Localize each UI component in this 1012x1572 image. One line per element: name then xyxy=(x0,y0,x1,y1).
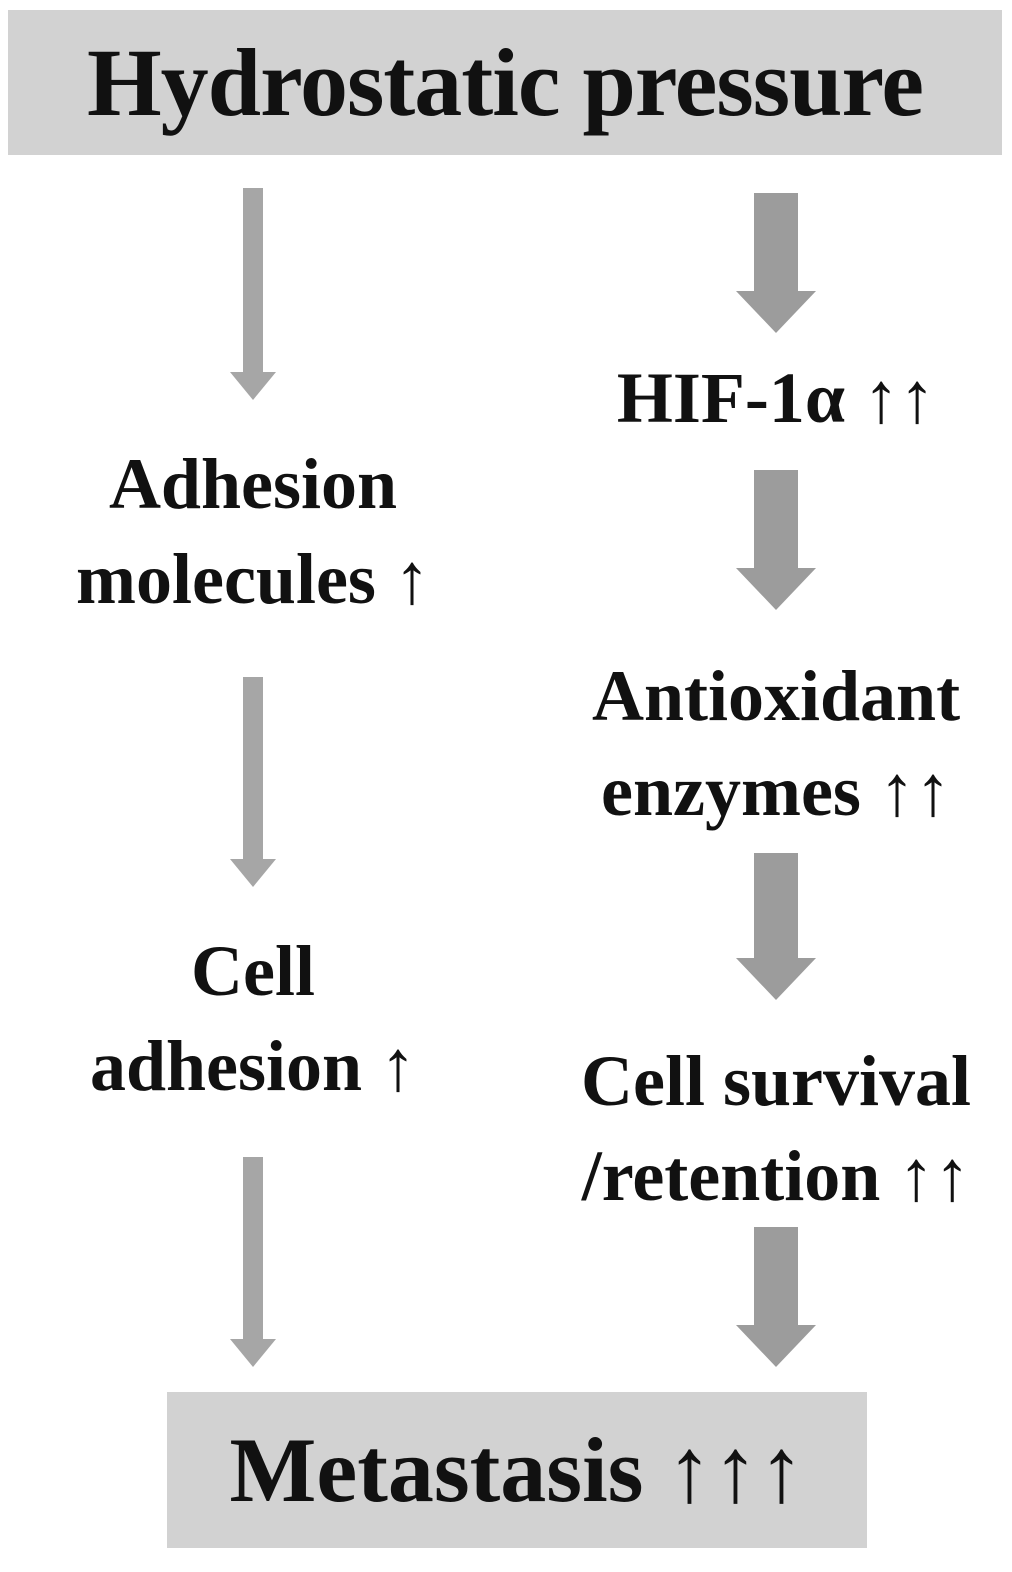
arrow-shaft xyxy=(754,853,798,958)
down-arrow-icon-left-1 xyxy=(230,188,276,400)
down-arrow-icon-right-3 xyxy=(736,853,816,1000)
arrow-shaft xyxy=(754,193,798,291)
down-arrow-icon-left-3 xyxy=(230,1157,276,1367)
down-arrow-icon-right-2 xyxy=(736,470,816,610)
bottom-box-metastasis: Metastasis ↑↑↑ xyxy=(167,1392,867,1548)
arrow-shaft xyxy=(754,470,798,568)
arrow-shaft xyxy=(243,188,263,372)
top-box-hydrostatic-pressure: Hydrostatic pressure xyxy=(8,10,1002,155)
down-arrow-icon-left-2 xyxy=(230,677,276,887)
arrow-head xyxy=(230,372,276,400)
arrow-head xyxy=(736,1325,816,1367)
node-antioxidant-enzymes: Antioxidant enzymes ↑↑ xyxy=(591,656,961,831)
node-cell-adhesion: Cell adhesion ↑ xyxy=(89,931,417,1106)
bottom-box-label: Metastasis ↑↑↑ xyxy=(229,1419,805,1521)
node-adhesion-molecules: Adhesion molecules ↑ xyxy=(76,444,430,619)
arrow-shaft xyxy=(754,1227,798,1325)
arrow-shaft xyxy=(243,1157,263,1339)
down-arrow-icon-right-1 xyxy=(736,193,816,333)
node-cell-survival-retention: Cell survival /retention ↑↑ xyxy=(581,1041,971,1216)
arrow-head xyxy=(736,958,816,1000)
arrow-head xyxy=(230,859,276,887)
arrow-head xyxy=(230,1339,276,1367)
down-arrow-icon-right-4 xyxy=(736,1227,816,1367)
arrow-head xyxy=(736,568,816,610)
top-box-label: Hydrostatic pressure xyxy=(87,29,924,136)
arrow-shaft xyxy=(243,677,263,859)
arrow-head xyxy=(736,291,816,333)
node-hif-1-alpha: HIF-1α ↑↑ xyxy=(616,358,936,438)
